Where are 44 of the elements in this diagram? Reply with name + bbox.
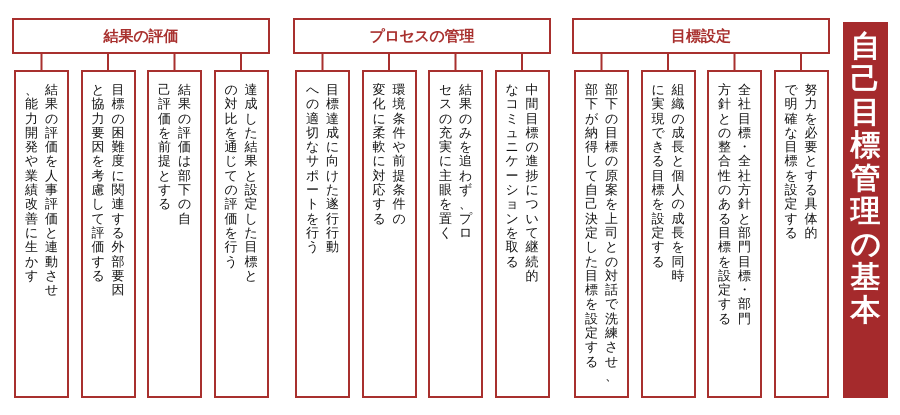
vertical-text: 結果の評価は部下の自己評価を前提とする bbox=[158, 84, 192, 229]
connector-line bbox=[454, 54, 456, 70]
principle-box bbox=[574, 70, 629, 398]
principle-box bbox=[494, 70, 550, 398]
connector-line bbox=[734, 54, 736, 70]
connector-line bbox=[322, 54, 324, 70]
connector-line bbox=[388, 54, 390, 70]
vertical-text: 組織の成長と個人の成長を同時に実現できる目標を設定する bbox=[651, 84, 685, 286]
principle-box bbox=[707, 70, 762, 398]
vertical-text: 部下の目標の原案を上司との対話で洗練させ、部下が納得して自己決定した目標を設定する bbox=[584, 84, 618, 386]
vertical-text: 結果のみを追わず、プロセスの充実に主眼を置く bbox=[438, 84, 472, 243]
category-title: プロセスの管理 bbox=[370, 26, 474, 46]
principle-box bbox=[362, 70, 416, 398]
vertical-text: 環境条件や前提条件の変化に柔軟に対応する bbox=[372, 84, 406, 229]
vertical-text: 努力を必要とする具体的で明確な目標を設定する bbox=[784, 84, 818, 243]
vertical-text: 結果の評価を人事評価と連動させ、能力開発や業績改善に生かす bbox=[24, 84, 58, 300]
title-banner bbox=[843, 22, 888, 398]
principle-box bbox=[80, 70, 136, 398]
principle-box bbox=[214, 70, 268, 398]
category-box bbox=[12, 18, 270, 54]
vertical-text: 目標達成に向けた遂行行動への適切なサポートを行う bbox=[306, 84, 340, 258]
principle-box bbox=[14, 70, 69, 398]
principle-box bbox=[774, 70, 828, 398]
connector-line bbox=[40, 54, 42, 70]
vertical-text: 中間目標の進捗について継続的なコミュニケーションを取る bbox=[505, 84, 539, 286]
vertical-title: 自己目標管理の基本 bbox=[850, 30, 880, 330]
principle-box bbox=[295, 70, 350, 398]
connector-line bbox=[174, 54, 176, 70]
connector-line bbox=[521, 54, 523, 70]
principle-box bbox=[147, 70, 202, 398]
vertical-text: 全社目標・全社方針と部門目標・部門方針との整合性のある目標を設定する bbox=[718, 84, 752, 329]
category-box bbox=[572, 18, 830, 54]
vertical-text: 目標の困難度に関連する外部要因と協力要因を考慮して評価する bbox=[91, 84, 125, 300]
category-title: 目標設定 bbox=[671, 26, 731, 46]
connector-line bbox=[240, 54, 242, 70]
category-box bbox=[293, 18, 551, 54]
vertical-text: 達成した結果と設定した目標との対比を通じての評価を行う bbox=[224, 84, 258, 286]
connector-line bbox=[667, 54, 669, 70]
principle-box bbox=[640, 70, 696, 398]
connector-line bbox=[800, 54, 802, 70]
principle-box bbox=[428, 70, 483, 398]
connector-line bbox=[107, 54, 109, 70]
category-title: 結果の評価 bbox=[104, 26, 178, 46]
connector-line bbox=[600, 54, 602, 70]
